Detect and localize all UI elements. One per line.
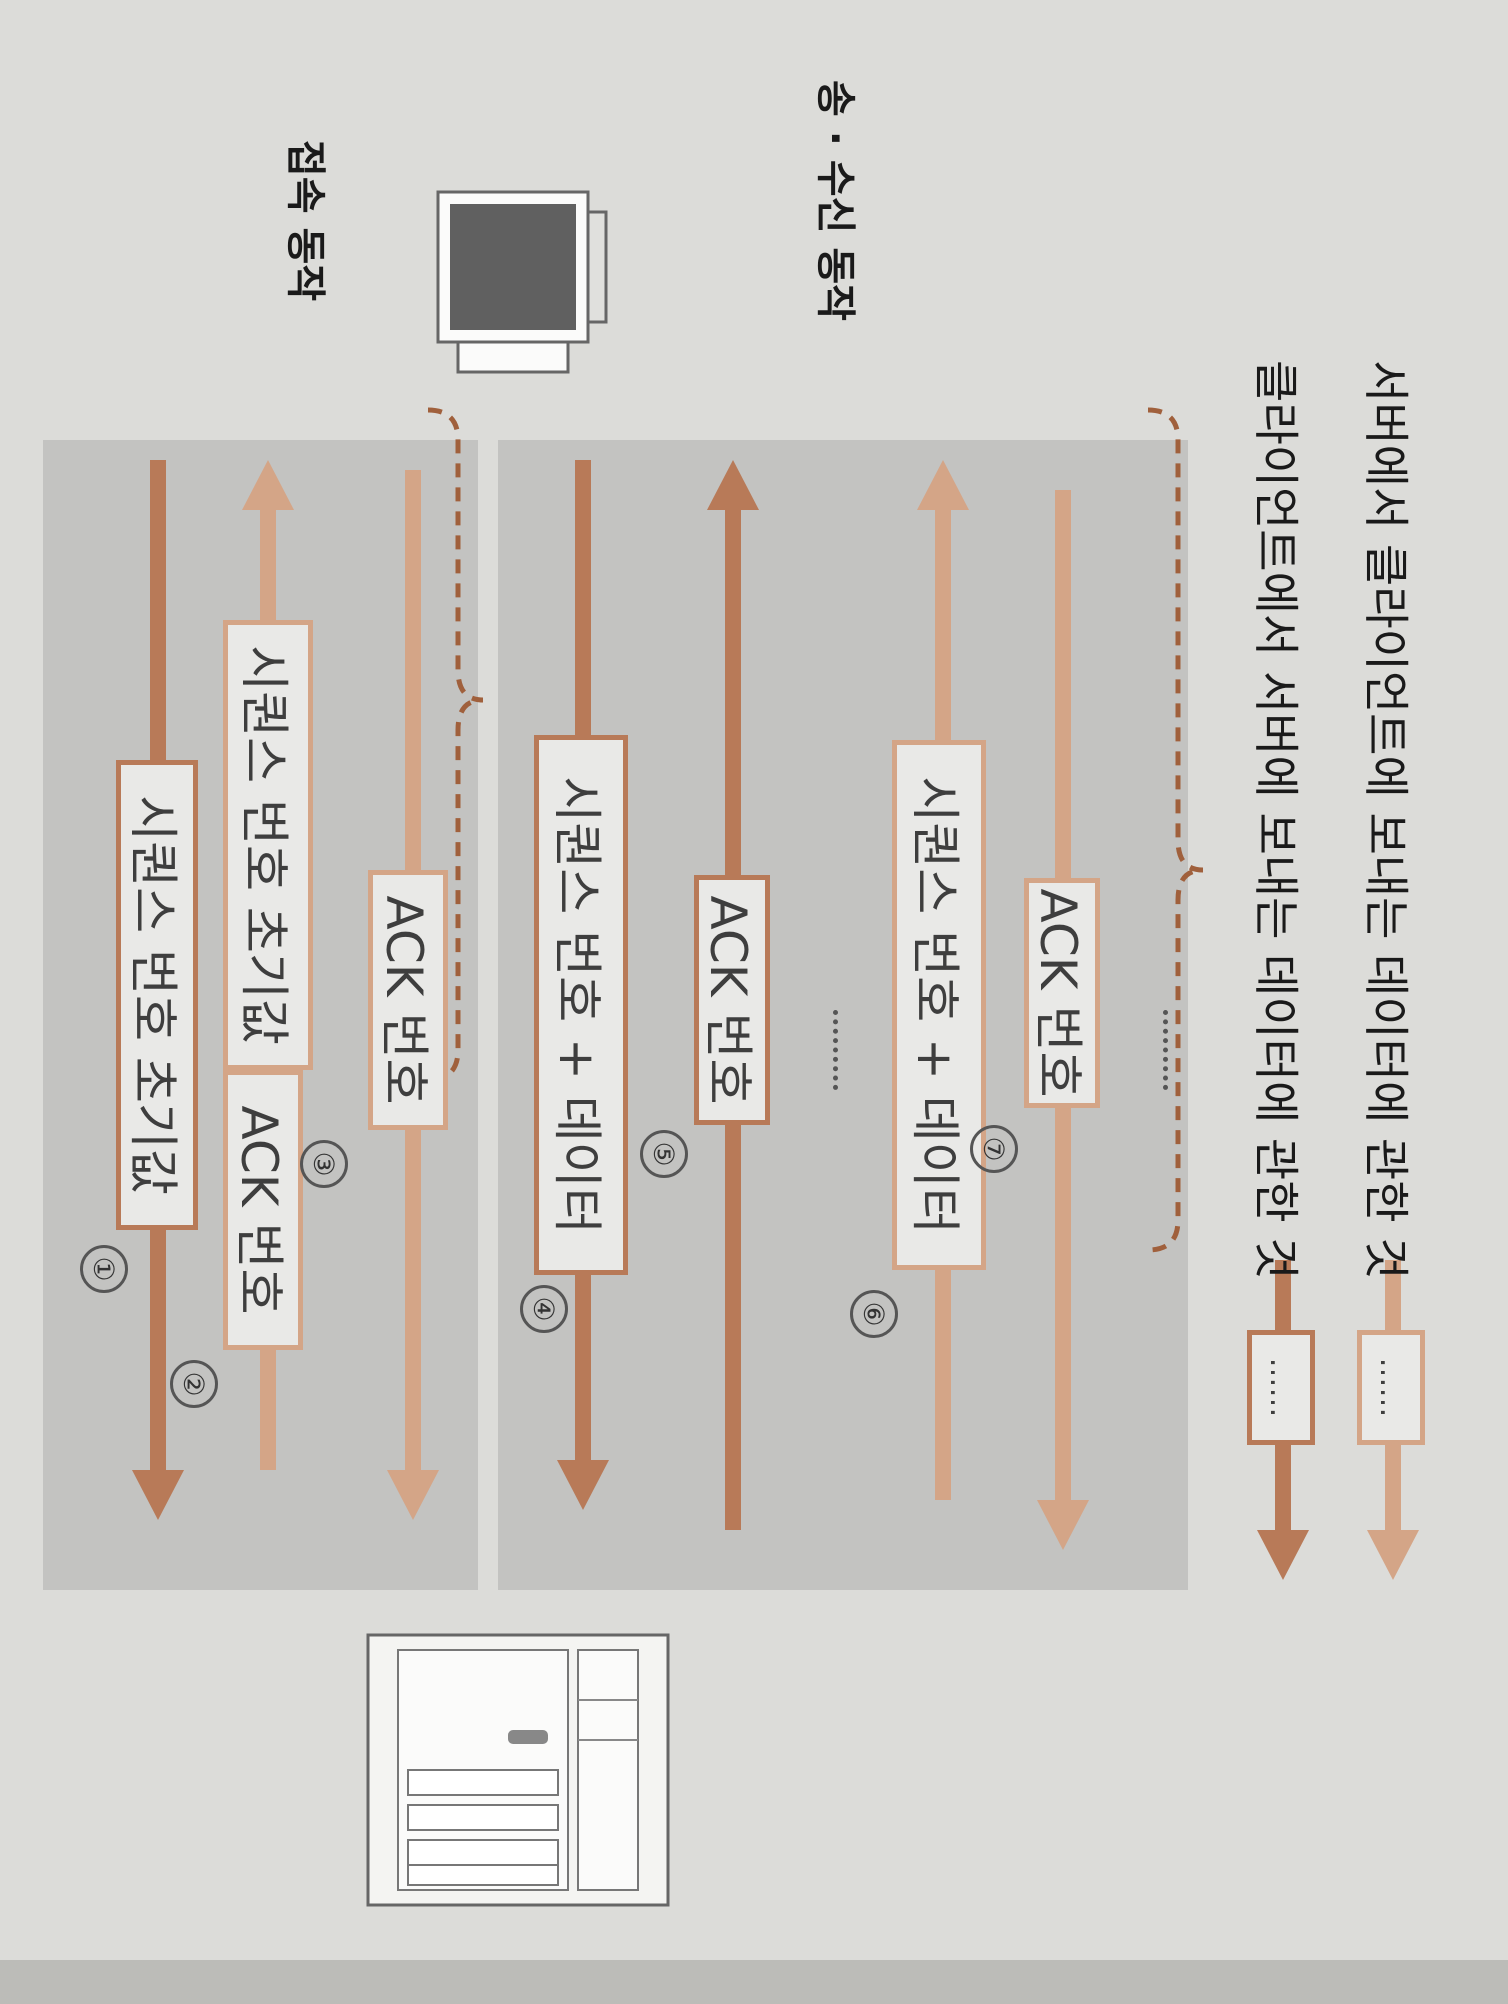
connection-heading: 접속 동작 [282, 140, 328, 302]
label-step7: ACK 번호 [1024, 878, 1100, 1108]
transfer-brace [1147, 407, 1204, 1253]
step-number-3: ③ [300, 1140, 348, 1188]
label-step4: 시퀀스 번호 + 데이터 [534, 735, 628, 1275]
continuation-dots-1 [833, 1010, 838, 1090]
step-number-4: ④ [520, 1285, 568, 1333]
transfer-heading: 송 · 수신 동작 [812, 80, 858, 321]
pc-monitor-icon [436, 190, 608, 374]
legend-box-client-to-server: …… [1247, 1330, 1315, 1445]
label-step1: 시퀀스 번호 초기값 [116, 760, 198, 1230]
step-number-2: ② [170, 1360, 218, 1408]
connection-brace [427, 407, 484, 1083]
label-step2-ack: ACK 번호 [223, 1070, 303, 1350]
step-number-6: ⑥ [850, 1290, 898, 1338]
label-step6: 시퀀스 번호 + 데이터 [892, 740, 986, 1270]
label-step5: ACK 번호 [694, 875, 770, 1125]
step-number-5: ⑤ [640, 1130, 688, 1178]
label-step3: ACK 번호 [368, 870, 448, 1130]
legend-text-client-to-server: 클라이언트에서 서버에 보내는 데이터에 관한 것 [1249, 360, 1303, 1280]
label-step2-seq: 시퀀스 번호 초기값 [223, 620, 313, 1070]
step-number-7: ⑦ [970, 1125, 1018, 1173]
step-number-1: ① [80, 1245, 128, 1293]
legend-box-server-to-client: …… [1357, 1330, 1425, 1445]
server-tower-icon [366, 1633, 670, 1907]
page-edge [0, 1960, 1508, 2004]
legend-text-server-to-client: 서버에서 클라이언트에 보내는 데이터에 관한 것 [1359, 360, 1413, 1280]
continuation-dots-2 [1163, 1010, 1168, 1090]
